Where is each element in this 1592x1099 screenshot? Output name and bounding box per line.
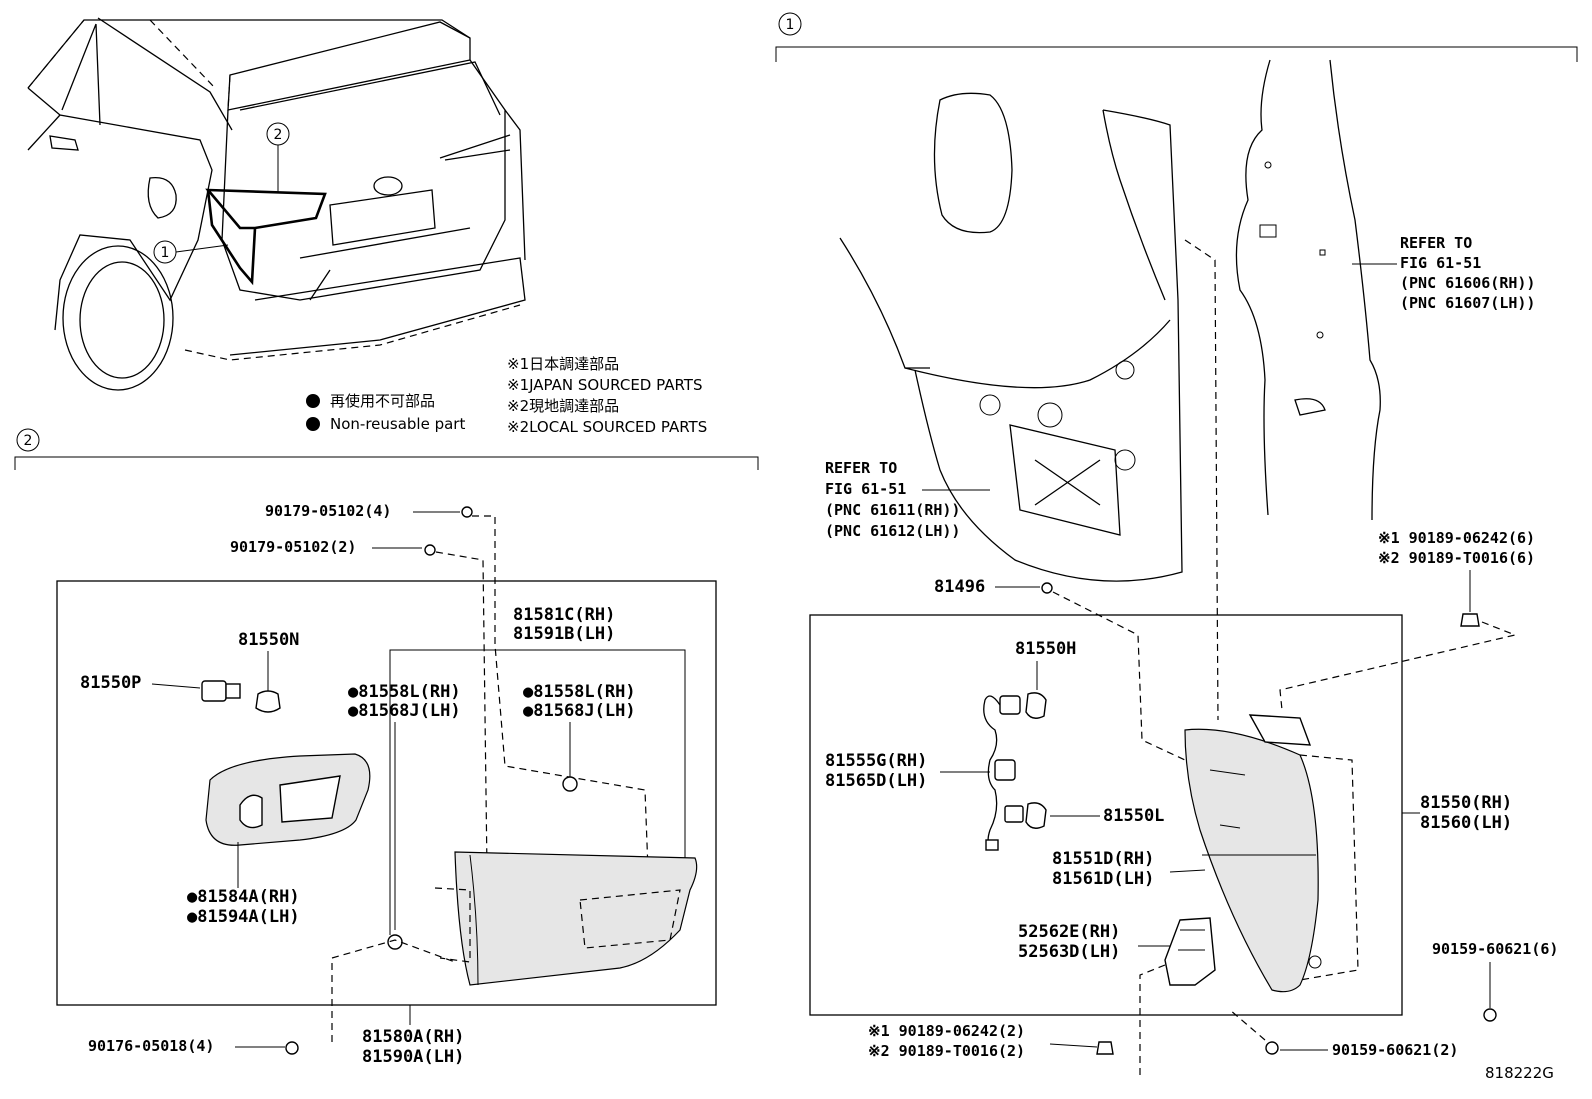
part-label-90189-t0016-6: ※2 90189-T0016(6) bbox=[1378, 549, 1535, 567]
nonreusable-dot-icon bbox=[306, 417, 320, 431]
inner-lamp-81580a bbox=[434, 851, 698, 986]
screw-90189-6 bbox=[1460, 613, 1480, 627]
legend-local-sourced-jp: ※2現地調達部品 bbox=[507, 397, 619, 415]
nonreusable-dot-icon bbox=[306, 394, 320, 408]
part-label-81584a: ●81584A(RH) bbox=[187, 887, 300, 907]
part-label-81550l: 81550L bbox=[1103, 806, 1164, 826]
refer-b-line-3: (PNC 61611(RH)) bbox=[825, 501, 960, 519]
part-label-81560: 81560(LH) bbox=[1420, 813, 1512, 833]
part-label-90189-06242-2: ※1 90189-06242(2) bbox=[868, 1022, 1025, 1040]
leader-81581c bbox=[389, 649, 686, 935]
callout-1-overview: 1 bbox=[153, 240, 229, 264]
refer-b-line-2: FIG 61-51 bbox=[825, 480, 906, 498]
part-label-81591b: 81591B(LH) bbox=[513, 624, 615, 644]
part-label-81558l-a: ●81558L(RH) bbox=[348, 682, 461, 702]
screw-90179-a: 90179-05102(4) bbox=[265, 502, 649, 871]
tail-lamp-81550 bbox=[1184, 714, 1359, 993]
gasket-81584a bbox=[205, 753, 371, 846]
part-label-90159-60621-6: 90159-60621(6) bbox=[1432, 940, 1558, 958]
screw-90159-6 bbox=[1483, 1008, 1497, 1022]
part-label-90176-05018: 90176-05018(4) bbox=[88, 1037, 214, 1055]
refer-b-line-4: (PNC 61612(LH)) bbox=[825, 522, 960, 540]
part-label-81551d: 81551D(RH) bbox=[1052, 849, 1154, 869]
part-label-81550n: 81550N bbox=[238, 630, 299, 650]
figure-code: 818222G bbox=[1485, 1064, 1554, 1082]
refer-a-line-2: FIG 61-51 bbox=[1400, 254, 1481, 272]
leader-90176 bbox=[331, 939, 456, 1042]
part-label-81568j-a: ●81568J(LH) bbox=[348, 701, 461, 721]
part-label-81594a: ●81594A(LH) bbox=[187, 907, 300, 927]
wire-harness-81555g bbox=[983, 692, 1047, 851]
part-label-90189-t0016-2: ※2 90189-T0016(2) bbox=[868, 1042, 1025, 1060]
clip-81496 bbox=[1041, 582, 1053, 594]
section-1-header: 1 bbox=[775, 12, 1578, 62]
clip-81558l-upper bbox=[562, 776, 578, 792]
legend-japan-sourced-en: ※1JAPAN SOURCED PARTS bbox=[507, 376, 702, 394]
refer-b-line-1: REFER TO bbox=[825, 459, 897, 477]
callout-number: 2 bbox=[24, 433, 33, 449]
part-label-81561d: 81561D(LH) bbox=[1052, 869, 1154, 889]
rear-combination-lamp-box bbox=[809, 614, 1403, 1016]
part-label-90179-05102-4: 90179-05102(4) bbox=[265, 502, 391, 520]
socket-81550p bbox=[201, 680, 241, 702]
bracket-52562e bbox=[1164, 917, 1216, 986]
part-label-81550h: 81550H bbox=[1015, 639, 1076, 659]
inner-lamp-assembly-box bbox=[56, 580, 717, 1006]
screw-90159-2 bbox=[1265, 1041, 1279, 1055]
callout-number: 1 bbox=[786, 17, 795, 33]
part-label-52562e: 52562E(RH) bbox=[1018, 922, 1120, 942]
quarter-panel-sketch bbox=[839, 92, 1219, 721]
bulb-81550n bbox=[255, 690, 281, 713]
part-label-81558l-b: ●81558L(RH) bbox=[523, 682, 636, 702]
section-2-header: 2 bbox=[14, 428, 759, 470]
part-label-81555g: 81555G(RH) bbox=[825, 751, 927, 771]
vehicle-overview bbox=[27, 17, 526, 391]
callout-number: 2 bbox=[274, 127, 283, 143]
callout-2-overview: 2 bbox=[266, 122, 290, 192]
legend: 再使用不可部品 Non-reusable part ※1日本調達部品 ※1JAP… bbox=[306, 355, 707, 436]
part-label-52563d: 52563D(LH) bbox=[1018, 942, 1120, 962]
part-label-90189-06242-6: ※1 90189-06242(6) bbox=[1378, 529, 1535, 547]
pillar-sketch bbox=[1235, 59, 1381, 521]
refer-a-line-4: (PNC 61607(LH)) bbox=[1400, 294, 1535, 312]
refer-a-line-1: REFER TO bbox=[1400, 234, 1472, 252]
screw-90189-2 bbox=[1096, 1041, 1114, 1055]
part-label-81496: 81496 bbox=[934, 577, 985, 597]
legend-nonreusable-jp: 再使用不可部品 bbox=[330, 392, 435, 410]
screw-90176 bbox=[285, 1041, 299, 1055]
part-label-81568j-b: ●81568J(LH) bbox=[523, 701, 636, 721]
part-label-81590a: 81590A(LH) bbox=[362, 1047, 464, 1067]
part-label-81565d: 81565D(LH) bbox=[825, 771, 927, 791]
legend-local-sourced-en: ※2LOCAL SOURCED PARTS bbox=[507, 418, 707, 436]
part-label-81581c: 81581C(RH) bbox=[513, 605, 615, 625]
part-label-90159-60621-2: 90159-60621(2) bbox=[1332, 1041, 1458, 1059]
part-label-90179-05102-2: 90179-05102(2) bbox=[230, 538, 356, 556]
callout-number: 1 bbox=[161, 245, 170, 261]
legend-nonreusable-en: Non-reusable part bbox=[330, 415, 465, 433]
part-label-81550: 81550(RH) bbox=[1420, 793, 1512, 813]
legend-japan-sourced-jp: ※1日本調達部品 bbox=[507, 355, 619, 373]
part-label-81550p: 81550P bbox=[80, 673, 141, 693]
part-label-81580a: 81580A(RH) bbox=[362, 1027, 464, 1047]
refer-a-line-3: (PNC 61606(RH)) bbox=[1400, 274, 1535, 292]
